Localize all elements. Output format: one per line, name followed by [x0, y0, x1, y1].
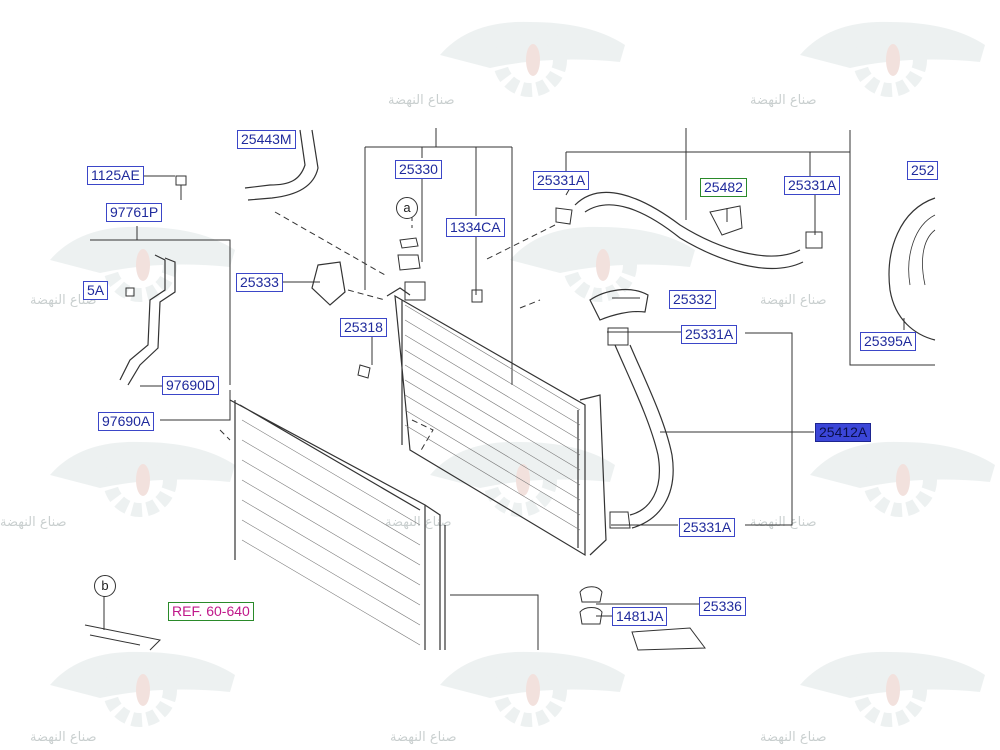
part-callout-25443m[interactable]: 25443M — [237, 130, 296, 149]
part-callout-97690a[interactable]: 97690A — [98, 412, 155, 431]
part-callout-25412a-selected[interactable]: 25412A — [815, 423, 872, 442]
part-callout-25331a[interactable]: 25331A — [679, 518, 736, 537]
part-callout-1481ja[interactable]: 1481JA — [612, 607, 668, 626]
part-callout-25395a[interactable]: 25395A — [860, 332, 917, 351]
part-callout-5a[interactable]: 5A — [83, 281, 109, 300]
part-callout-25482[interactable]: 25482 — [700, 178, 747, 197]
part-callout-25318[interactable]: 25318 — [340, 318, 387, 337]
part-callout-25332[interactable]: 25332 — [669, 290, 716, 309]
part-callout-25336[interactable]: 25336 — [699, 597, 746, 616]
reference-link-60-640[interactable]: REF. 60-640 — [168, 602, 254, 621]
part-callout-25331a[interactable]: 25331A — [784, 176, 841, 195]
marker-a: a — [396, 197, 418, 219]
part-callout-1334ca[interactable]: 1334CA — [446, 218, 505, 237]
part-callout-252[interactable]: 252 — [907, 161, 939, 180]
part-callout-97690d[interactable]: 97690D — [162, 376, 220, 395]
marker-b: b — [94, 575, 116, 597]
part-callout-25333[interactable]: 25333 — [236, 273, 283, 292]
part-callout-1125ae[interactable]: 1125AE — [87, 166, 144, 185]
part-callout-25330[interactable]: 25330 — [395, 160, 442, 179]
part-callout-97761p[interactable]: 97761P — [106, 203, 163, 222]
part-callout-25331a[interactable]: 25331A — [533, 171, 590, 190]
part-callout-25331a[interactable]: 25331A — [681, 325, 738, 344]
